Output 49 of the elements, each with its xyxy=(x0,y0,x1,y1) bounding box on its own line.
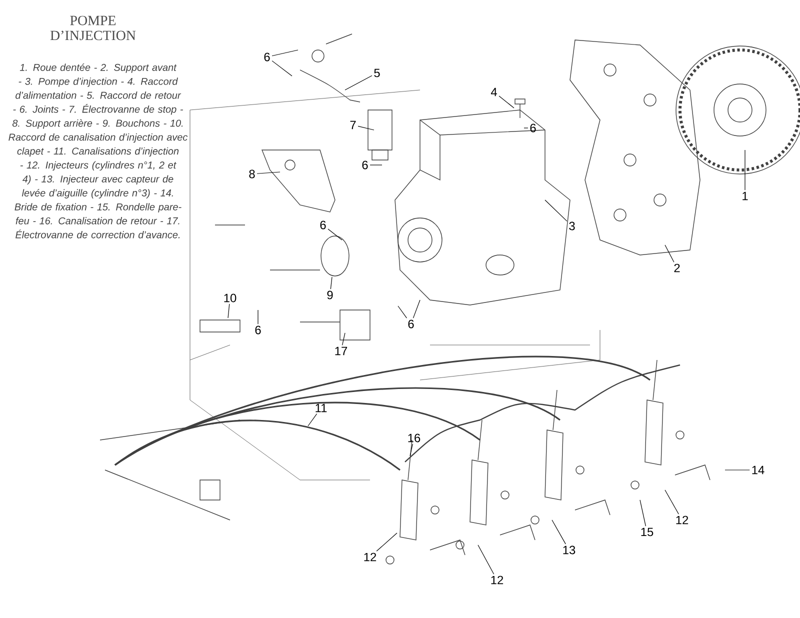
leader-line xyxy=(498,96,514,108)
callout-number: 2 xyxy=(674,264,680,272)
leader-line xyxy=(744,150,746,190)
callout-number: 7 xyxy=(350,120,356,130)
leader-line xyxy=(328,228,342,240)
leader-line xyxy=(376,532,398,552)
callout-number: 13 xyxy=(563,546,576,554)
leader-line xyxy=(342,332,346,346)
callout-number: 12 xyxy=(364,552,376,562)
leader-line xyxy=(272,50,298,56)
leader-line xyxy=(640,500,646,526)
leader-line xyxy=(410,444,413,456)
callout-number: 10 xyxy=(224,294,236,302)
title: POMPE D’INJECTION xyxy=(50,16,136,40)
callout-number: 6 xyxy=(255,326,261,334)
leader-line xyxy=(228,304,230,318)
leader-line xyxy=(552,520,566,544)
parts-legend: 1. Roue dentée - 2. Support avant - 3. Pompe d’injection - 4. Raccord d’alimentation - 5. Raccord de retour - 6. Joints - 7. Électrovanne de stop - 8. Support arrière - 9. Bouchons - 10. Raccord de canalisation d’injection avec clapet - 11. Canalisations d’injection - 12. Injecteurs (cylindres n°1, 2 et 4) - 13. Injecteur avec capteur de levée d’aiguille (cylindre n°3) - 14. Bride de fixation - 15. Rondelle pare-feu - 16. Canalisation de retour - 17. Électrovanne de correction d’avance. xyxy=(8,64,188,238)
callout-number: 8 xyxy=(249,170,255,178)
callout-number: 9 xyxy=(327,290,333,300)
leader-line xyxy=(256,172,280,174)
callout-number: 6 xyxy=(408,320,414,328)
callout-number: 12 xyxy=(676,516,688,524)
leader-line xyxy=(358,126,374,130)
callout-number: 12 xyxy=(491,576,504,584)
callout-number: 16 xyxy=(408,434,420,442)
leader-line xyxy=(330,276,332,290)
leader-line xyxy=(664,244,674,262)
callout-number: 15 xyxy=(641,528,654,536)
callout-number: 6 xyxy=(264,52,270,62)
callout-number: 11 xyxy=(316,404,327,412)
leader-line xyxy=(544,200,568,222)
callout-number: 6 xyxy=(320,220,326,230)
callout-number: 3 xyxy=(569,222,575,230)
leader-line xyxy=(478,544,494,574)
callout-number: 1 xyxy=(742,192,748,200)
leader-line xyxy=(344,75,372,90)
leader-line xyxy=(272,60,292,76)
callout-number: 4 xyxy=(490,88,497,96)
callout-number: 14 xyxy=(752,466,764,474)
callout-number: 6 xyxy=(530,124,536,132)
callout-number: 6 xyxy=(362,160,368,170)
callout-number: 5 xyxy=(374,68,380,78)
leader-line xyxy=(398,306,408,318)
leader-line xyxy=(412,300,420,318)
callout-number: 17 xyxy=(335,346,348,356)
leader-line xyxy=(370,164,382,166)
leader-line xyxy=(308,414,318,426)
leader-line xyxy=(664,490,679,514)
